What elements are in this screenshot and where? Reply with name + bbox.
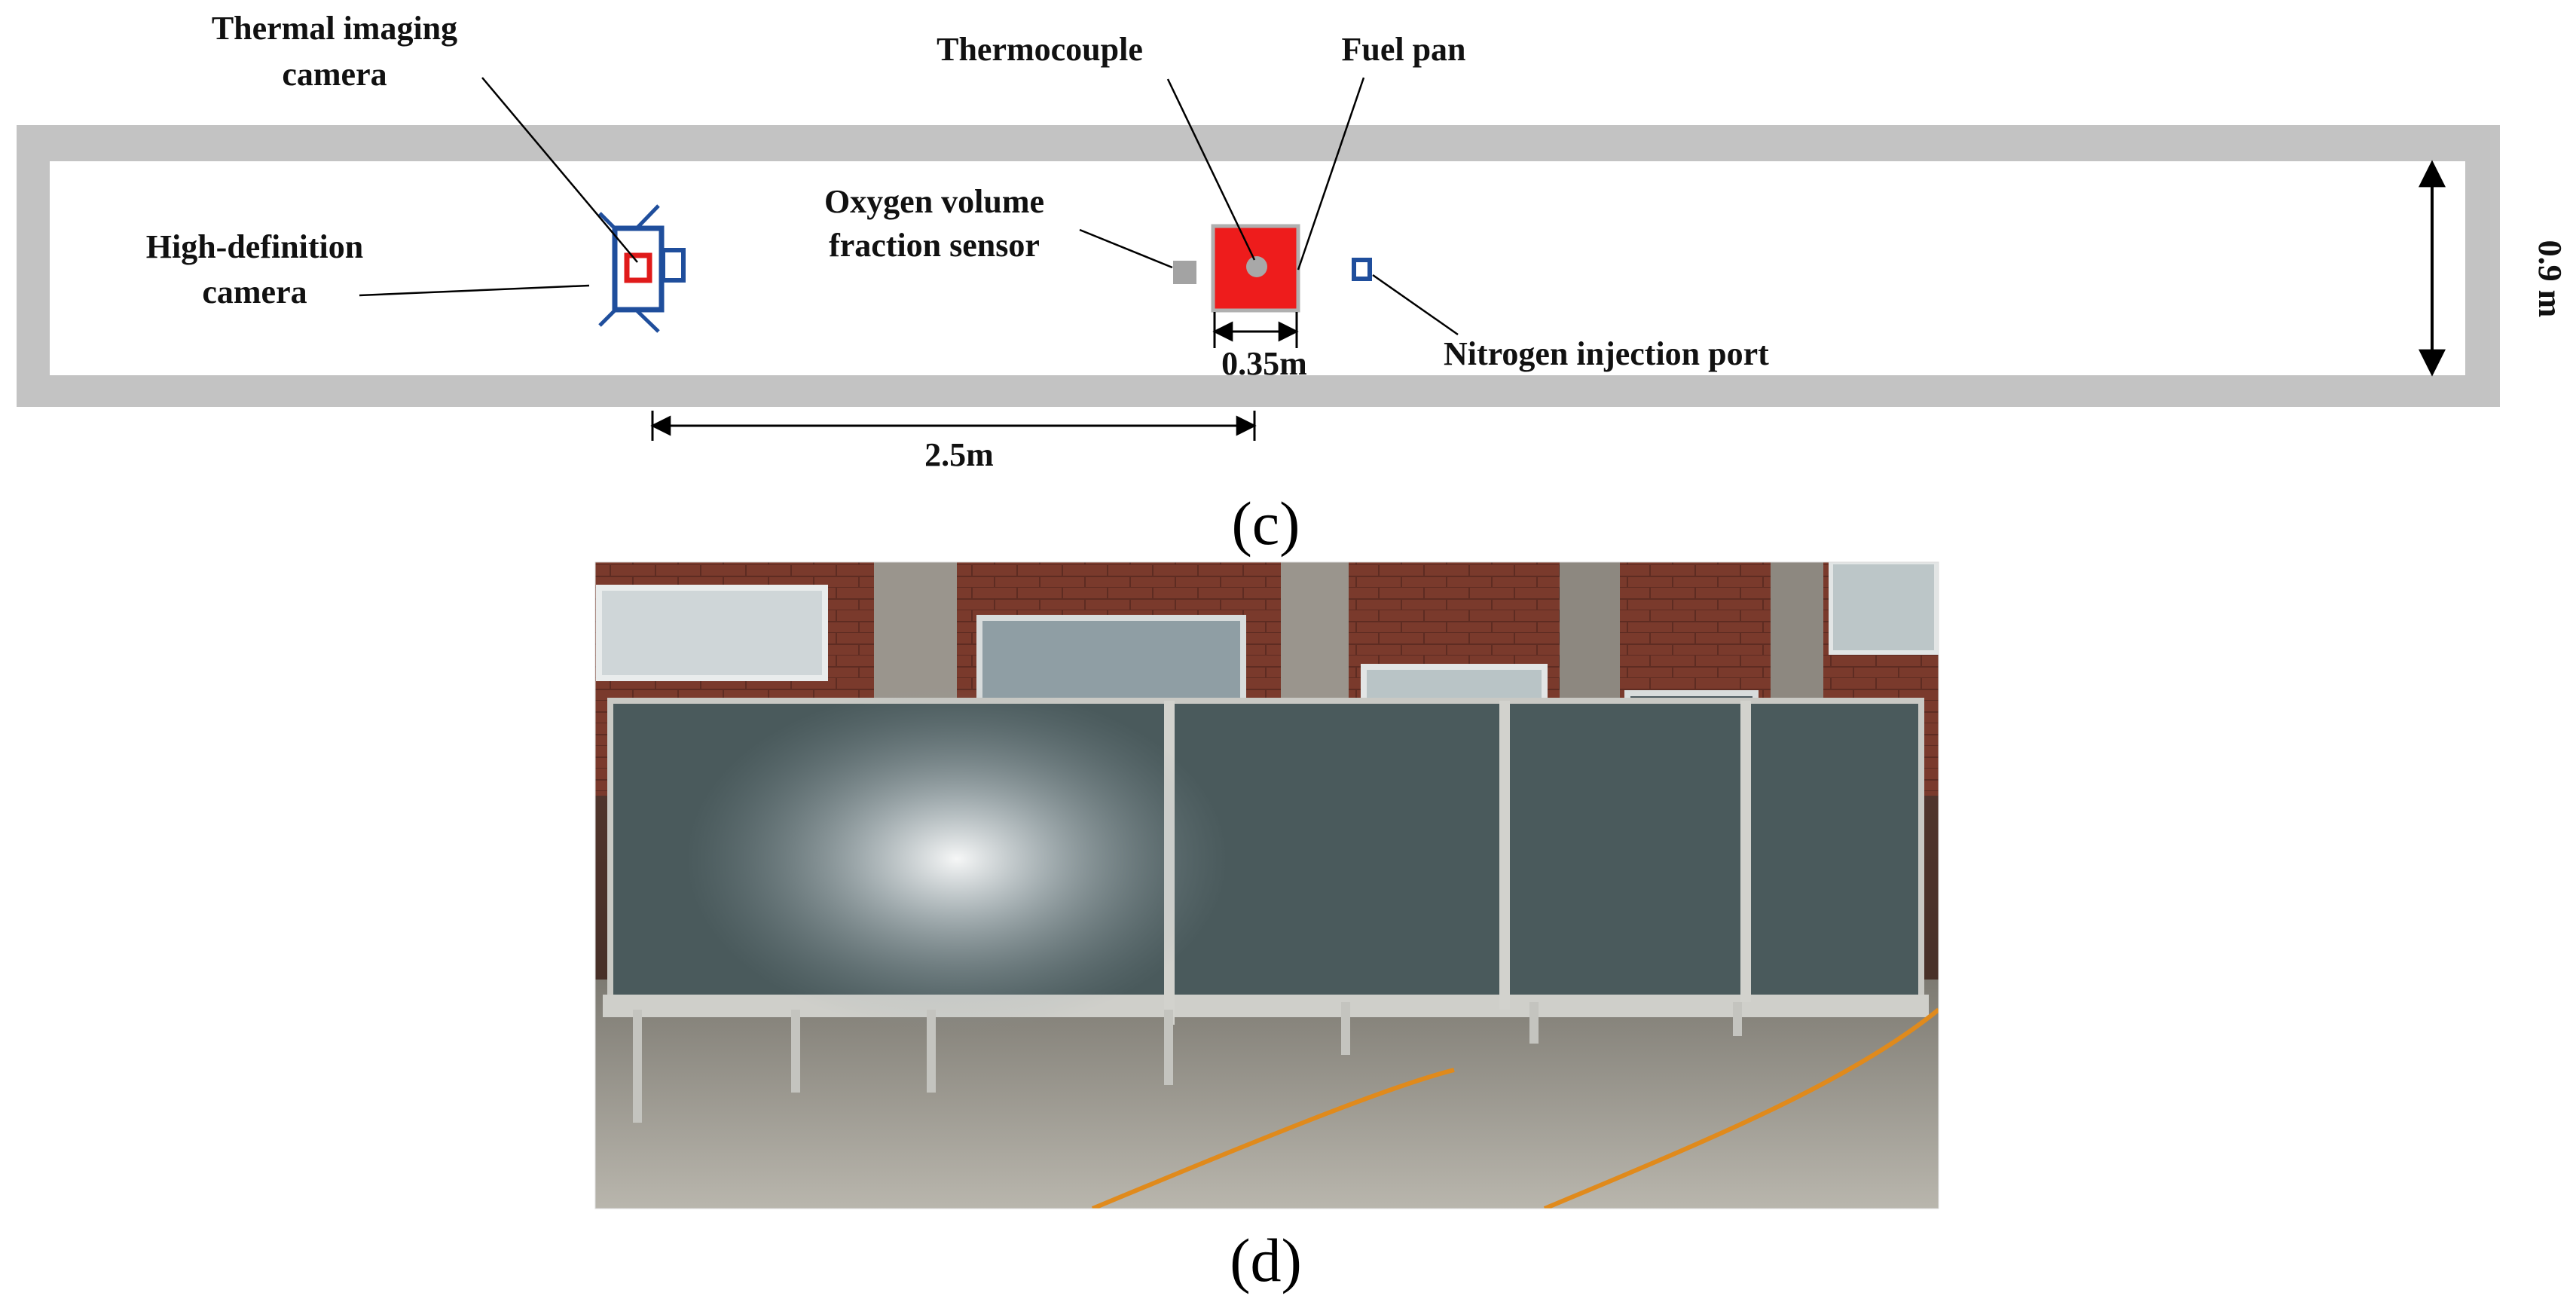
thermocouple-marker (1246, 256, 1267, 277)
thermal-camera-label: Thermal imaging (212, 10, 457, 47)
panel-d-label: (d) (1230, 1226, 1302, 1294)
leader-line-thermocouple (1166, 78, 1256, 261)
hd-camera-label: High-definition (146, 228, 364, 265)
leader-line-nitrogen (1372, 274, 1459, 336)
orange-cable (1091, 1007, 1939, 1209)
camera-stand-leg (635, 204, 660, 230)
thermal-camera-label-line2: camera (282, 56, 387, 93)
tunnel-width-label: 0.9 m (2532, 240, 2568, 318)
light-glow (686, 686, 1228, 1032)
panel-c-label: (c) (1231, 489, 1300, 558)
building-window (1829, 562, 1939, 655)
tunnel-rig-leg (1164, 1010, 1173, 1085)
schematic-panel: Thermal imaging camera High-definition c… (17, 10, 2568, 558)
tunnel-rig-leg (633, 1010, 642, 1123)
tunnel-rig-leg (1529, 1002, 1539, 1044)
photo-icon (594, 561, 1939, 1209)
thermal-camera-icon (624, 252, 652, 283)
tunnel-rig-leg (1733, 1002, 1742, 1036)
camera-stand-leg (598, 309, 616, 327)
fuel-pan-label: Fuel pan (1341, 31, 1465, 68)
tunnel-rig-leg (927, 1010, 936, 1093)
leader-line-oxygen (1079, 228, 1173, 269)
tunnel-rig-leg (791, 1010, 800, 1093)
ground (595, 980, 1939, 1209)
camera-distance-label: 2.5m (924, 436, 994, 473)
pan-width-label: 0.35m (1221, 345, 1307, 382)
camera-assembly (598, 204, 686, 333)
nitrogen-port-marker (1352, 258, 1372, 281)
leader-line-hd (359, 284, 590, 297)
photo-panel: (d) (594, 561, 1939, 1294)
oxygen-sensor-label: Oxygen volume (824, 183, 1044, 220)
tunnel-rig-frame (1740, 701, 1751, 1002)
oxygen-sensor-marker (1173, 261, 1196, 284)
thermocouple-label: Thermocouple (937, 31, 1143, 68)
camera-stand-leg (635, 309, 660, 333)
leader-line-thermal (481, 77, 638, 263)
leader-line-fuel-pan (1297, 77, 1365, 270)
tunnel-rig-frame (1499, 701, 1510, 1010)
hd-camera-label-line2: camera (202, 274, 307, 310)
tunnel-rig-leg (1341, 1002, 1350, 1055)
oxygen-sensor-label-line2: fraction sensor (829, 227, 1040, 264)
building-window (596, 585, 828, 681)
nitrogen-port-label: Nitrogen injection port (1444, 335, 1769, 372)
camera-lens-icon (661, 248, 686, 283)
